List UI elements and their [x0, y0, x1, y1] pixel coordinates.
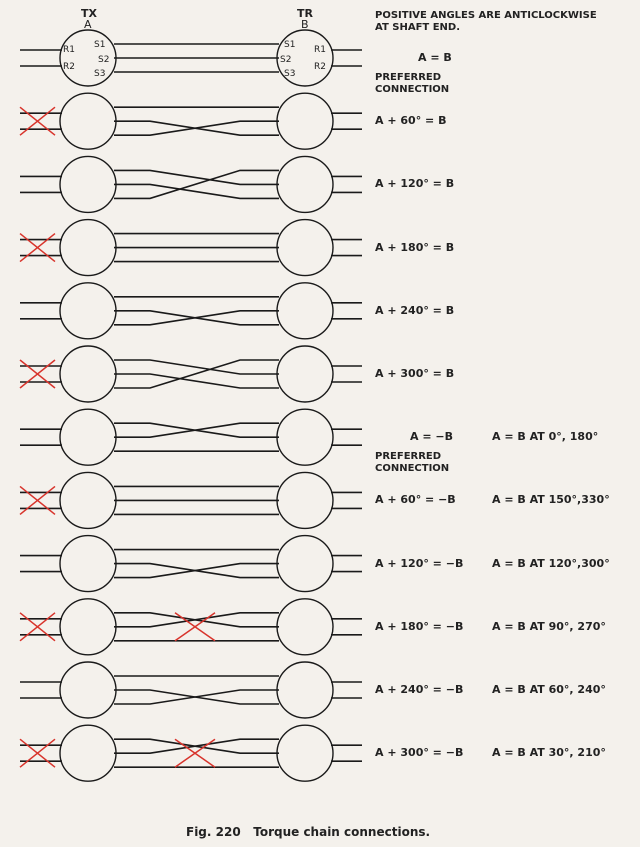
- figure-caption-text: Torque chain connections.: [253, 825, 431, 839]
- row-relation-label: A + 60° = −B: [375, 493, 456, 507]
- tx-terminal-s1: S1: [94, 40, 106, 50]
- row-equality-angles: A = B AT 90°, 270°: [492, 619, 606, 633]
- tx-circle: [59, 471, 117, 530]
- stator-wire: [114, 183, 279, 200]
- preferred-connection-note: PREFERRED CONNECTION: [375, 451, 450, 475]
- row-relation-label: A + 180° = −B: [375, 619, 464, 633]
- row-relation-label: A + 300° = −B: [375, 746, 464, 760]
- figure-number: Fig. 220: [186, 825, 241, 839]
- stator-wire: [114, 169, 279, 186]
- tr-circle: [276, 282, 334, 340]
- row-equality-angles: A = B AT 60°, 240°: [492, 683, 606, 696]
- tx-sub-label: A: [84, 18, 92, 31]
- row-relation-label: A + 120° = B: [375, 177, 455, 191]
- tr-terminal-s2: S2: [280, 55, 292, 65]
- tx-circle: [59, 408, 117, 466]
- tx-circle: [59, 218, 117, 277]
- rotor-reversal-mark: [19, 612, 56, 642]
- row-relation-label: A = −B: [410, 430, 453, 444]
- tx-circle: [59, 534, 117, 593]
- tr-circle: [276, 345, 334, 403]
- tr-circle: [276, 408, 334, 466]
- tr-circle: [276, 218, 334, 277]
- rotor-reversal-mark: [19, 738, 56, 768]
- angle-note-line1: POSITIVE ANGLES ARE ANTICLOCKWISE: [375, 10, 597, 21]
- stator-wire: [114, 562, 279, 579]
- row-relation-label: A + 240° = −B: [375, 683, 464, 696]
- preferred-connection-note: PREFERRED CONNECTION: [375, 72, 450, 95]
- stator-wire: [114, 422, 279, 439]
- tx-terminal-s2: S2: [98, 55, 110, 65]
- tr-label: TR: [297, 7, 313, 20]
- stator-reversal-mark: [174, 612, 216, 642]
- row-relation-label: A + 120° = −B: [375, 556, 464, 570]
- rotor-reversal-mark: [19, 106, 56, 136]
- row-equality-angles: A = B AT 150°,330°: [492, 493, 610, 507]
- stator-wire: [114, 309, 279, 326]
- tx-circle: [59, 92, 117, 150]
- rotor-reversal-mark: [19, 485, 56, 515]
- tr-terminal-s1: S1: [284, 40, 296, 50]
- tr-terminal-s3: S3: [284, 69, 296, 79]
- tx-circle: [59, 345, 117, 403]
- stator-wire: [114, 738, 279, 755]
- tr-circle: [276, 92, 334, 150]
- stator-reversal-mark: [174, 738, 216, 768]
- tr-circle: [276, 471, 334, 530]
- tr-circle: [276, 724, 334, 782]
- tx-circle: [59, 724, 117, 782]
- row-relation-label: A = B: [418, 51, 452, 64]
- rotor-reversal-mark: [19, 233, 56, 263]
- tx-circle: [59, 598, 117, 656]
- row-relation-label: A + 240° = B: [375, 303, 455, 317]
- tx-circle: [59, 282, 117, 340]
- tr-circle: [276, 661, 334, 719]
- stator-wire: [114, 359, 279, 389]
- tx-terminal-s3: S3: [94, 69, 106, 79]
- stator-wire: [114, 120, 279, 136]
- tr-circle: [276, 155, 334, 214]
- figure-caption: Fig. 220 Torque chain connections.: [186, 825, 430, 839]
- stator-wire: [114, 373, 279, 389]
- tr-circle: [276, 534, 334, 593]
- row-equality-angles: A = B AT 120°,300°: [492, 556, 610, 570]
- row-equality-angles: A = B AT 30°, 210°: [492, 746, 606, 760]
- tx-circle: [59, 661, 117, 719]
- angle-note-line2: AT SHAFT END.: [375, 22, 461, 33]
- tr-sub-label: B: [301, 18, 309, 31]
- row-equality-angles: A = B AT 0°, 180°: [492, 430, 599, 444]
- tx-terminal-r1: R1: [63, 45, 75, 55]
- row-relation-label: A + 300° = B: [375, 367, 455, 380]
- row-relation-label: A + 180° = B: [375, 240, 455, 254]
- tx-label: TX: [81, 7, 97, 20]
- stator-wire: [114, 689, 279, 705]
- row-relation-label: A + 60° = B: [375, 114, 447, 128]
- stator-wire: [114, 359, 279, 375]
- tr-terminal-r2: R2: [314, 62, 326, 72]
- stator-wire: [114, 611, 279, 628]
- rotor-reversal-mark: [19, 359, 56, 389]
- tr-circle: [276, 598, 334, 656]
- tr-terminal-r1: R1: [314, 45, 326, 55]
- tx-terminal-r2: R2: [63, 62, 75, 72]
- tx-circle: [59, 155, 117, 214]
- stator-wire: [114, 169, 279, 200]
